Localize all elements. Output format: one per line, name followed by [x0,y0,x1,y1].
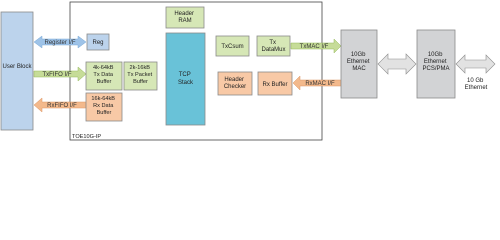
tcp-stack [165,32,206,126]
txfifo-if-label: TxFIFO I/F [43,72,72,78]
rxmac-if-arrow [292,75,342,91]
external-link-label: 10 Gb Ethernet [465,78,488,91]
txfifo-if-arrow [33,66,87,82]
reg-block [86,33,110,51]
tx-datamux [256,35,291,57]
external-link-arrow [455,54,496,74]
rx-buffer-label: Rx Buffer [263,82,288,88]
header-ram-label: Header RAM [174,11,195,24]
txcsum [215,35,250,57]
tx-data-buffer-label: 4k-64kB Tx Data Buffer [93,65,115,85]
rxmac-if-label: RxMAC I/F [305,81,335,87]
user-block [0,11,34,131]
tx-data-buffer [85,61,123,91]
ethernet-pcs-pma-label: 10Gb Ethernet PCS/PMA [422,52,449,72]
tx-datamux-label: Tx DataMux [261,40,285,53]
rxfifo-if-label: RxFIFO I/F [47,103,77,109]
register-if-label: Register I/F [44,40,75,46]
rx-data-buffer-label: 16k-64kB Rx Data Buffer [91,96,116,116]
ethernet-pcs-pma [416,29,456,99]
header-ram [165,6,205,29]
rx-buffer [257,71,293,96]
reg-label: Reg [92,40,103,46]
toe10g-ip-label: TOE10G-IP [72,134,101,140]
tx-packet-buffer-label: 2k-16kB Tx Packet Buffer [127,65,153,85]
header-checker-label: Header Checker [224,77,246,90]
txmac-if-arrow [290,38,342,54]
header-checker [217,71,253,96]
rx-data-buffer [85,92,123,122]
register-if-arrow [33,35,87,49]
mac-pcs-arrow [377,53,417,75]
txmac-if-label: TxMAC I/F [300,44,329,50]
toe10g-block-diagram: TOE10G-IP User Block Register I/F Reg Tx… [0,1,496,141]
ethernet-mac [340,29,378,99]
tx-packet-buffer [123,61,158,91]
rxfifo-if-arrow [33,97,87,113]
user-block-label: User Block [2,64,32,70]
tcp-stack-label: TCP Stack [178,72,194,86]
txcsum-label: TxCsum [221,44,243,50]
ethernet-mac-label: 10Gb Ethernet MAC [347,52,371,72]
